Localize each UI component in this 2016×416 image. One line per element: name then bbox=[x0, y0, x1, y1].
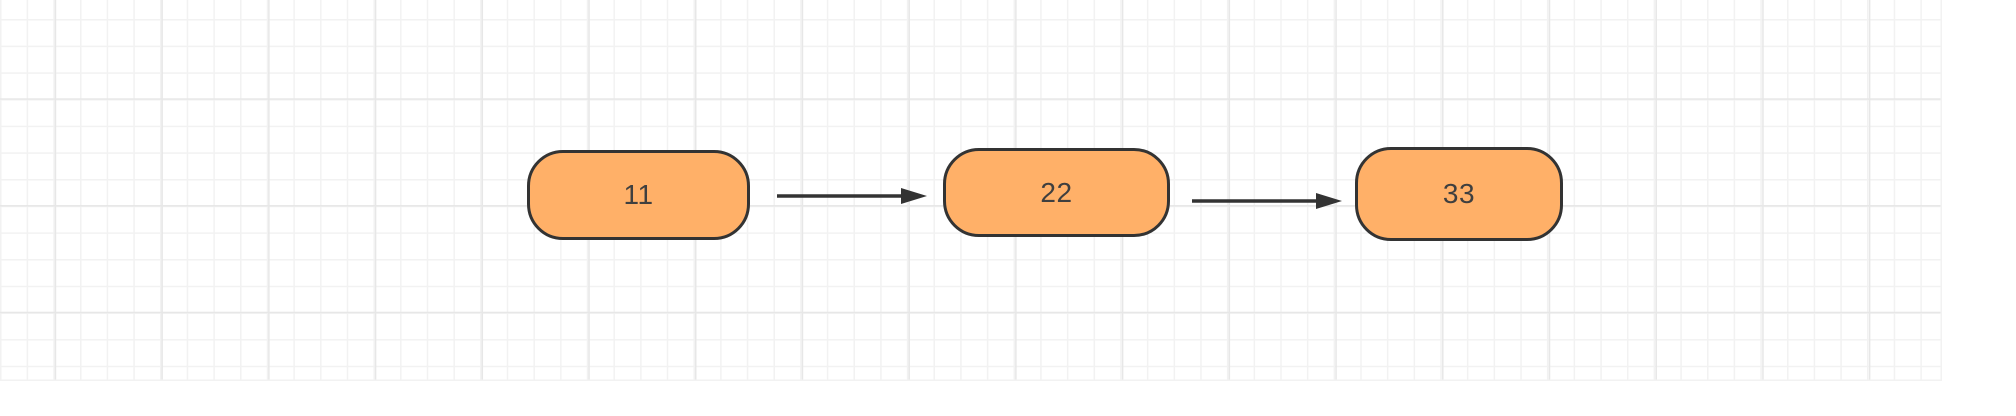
whiteboard-canvas[interactable]: 11 22 33 bbox=[0, 0, 1942, 381]
arrow-11-to-22[interactable] bbox=[777, 184, 927, 208]
node-label: 33 bbox=[1442, 178, 1476, 209]
node-11[interactable]: 11 bbox=[527, 150, 750, 240]
arrowhead-icon bbox=[901, 188, 927, 204]
node-label: 22 bbox=[1040, 176, 1073, 208]
arrow-22-to-33[interactable] bbox=[1192, 189, 1342, 213]
arrowhead-icon bbox=[1316, 193, 1342, 209]
node-22[interactable]: 22 bbox=[943, 148, 1170, 237]
node-33[interactable]: 33 bbox=[1355, 147, 1563, 241]
node-label: 11 bbox=[623, 179, 654, 210]
